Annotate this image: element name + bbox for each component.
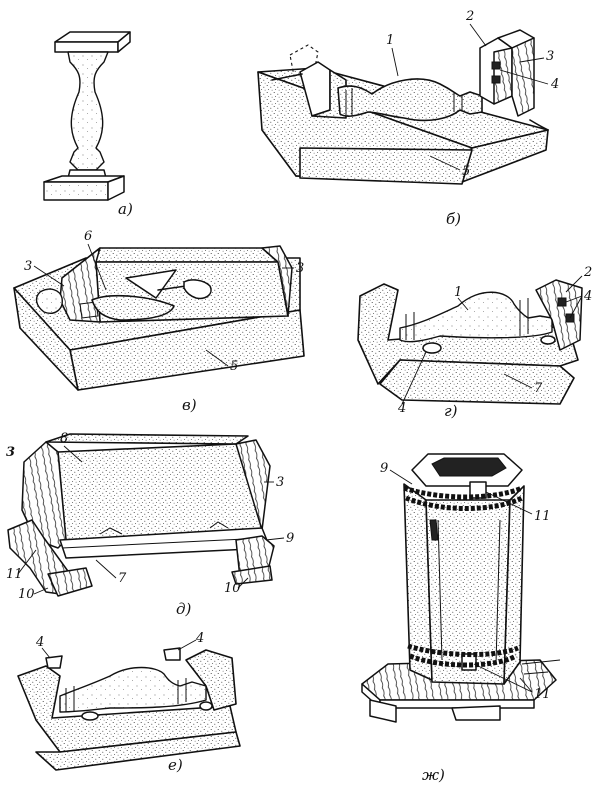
callout-b-5: 5 [462, 164, 470, 179]
callout-d-11: 11 [6, 567, 23, 582]
callout-b-4: 4 [550, 77, 559, 92]
panel-b-callouts: 1 2 3 4 5 [386, 9, 559, 179]
panel-v-mould [13, 245, 305, 391]
callout-d-3-left: 3 [6, 445, 15, 460]
panel-zh-callouts: 9 11 11 [380, 461, 551, 702]
callout-zh-9: 9 [380, 461, 388, 476]
callout-b-3: 3 [546, 49, 554, 64]
caption-b: б) [446, 210, 461, 228]
panel-zh-mould [361, 453, 561, 723]
caption-g: г) [444, 402, 458, 420]
callout-g-1: 1 [454, 285, 462, 300]
panel-v-callouts: 6 3 3 5 [24, 229, 304, 374]
callout-g-7: 7 [534, 381, 543, 396]
callout-g-2: 2 [583, 265, 592, 280]
caption-e: е) [168, 756, 183, 774]
callout-v-3-left: 3 [24, 259, 32, 274]
panel-e-mould [17, 647, 241, 771]
callout-g-4-left: 4 [397, 401, 406, 416]
panel-d-box [7, 433, 275, 597]
panel-a-baluster [43, 31, 131, 201]
panel-b-mould [257, 29, 549, 185]
callout-v-3-right: 3 [296, 261, 304, 276]
callout-v-5: 5 [230, 359, 238, 374]
caption-a: а) [118, 200, 133, 218]
callout-g-4-right: 4 [583, 289, 592, 304]
callout-v-6: 6 [84, 229, 92, 244]
panel-e-callouts: 4 4 [35, 631, 204, 659]
panel-g-mould [357, 279, 583, 405]
callout-d-9: 9 [286, 531, 294, 546]
callout-zh-11-bottom: 11 [534, 687, 551, 702]
caption-d: д) [176, 600, 192, 618]
callout-d-3-right: 3 [276, 475, 284, 490]
callout-zh-11-top: 11 [534, 509, 551, 524]
caption-v: в) [182, 396, 197, 414]
callout-d-10-right: 10 [224, 581, 241, 596]
callout-e-4-left: 4 [35, 635, 44, 650]
panel-g-callouts: 1 2 4 4 7 [397, 265, 592, 416]
panel-d-callouts: 3 8 3 9 11 7 10 10 [6, 431, 294, 602]
callout-b-1: 1 [386, 33, 394, 48]
callout-d-8: 8 [60, 431, 68, 446]
callout-e-4-right: 4 [195, 631, 204, 646]
callout-b-2: 2 [465, 9, 474, 24]
caption-zh: ж) [422, 766, 445, 784]
callout-d-7: 7 [118, 571, 127, 586]
callout-d-10-left: 10 [18, 587, 35, 602]
